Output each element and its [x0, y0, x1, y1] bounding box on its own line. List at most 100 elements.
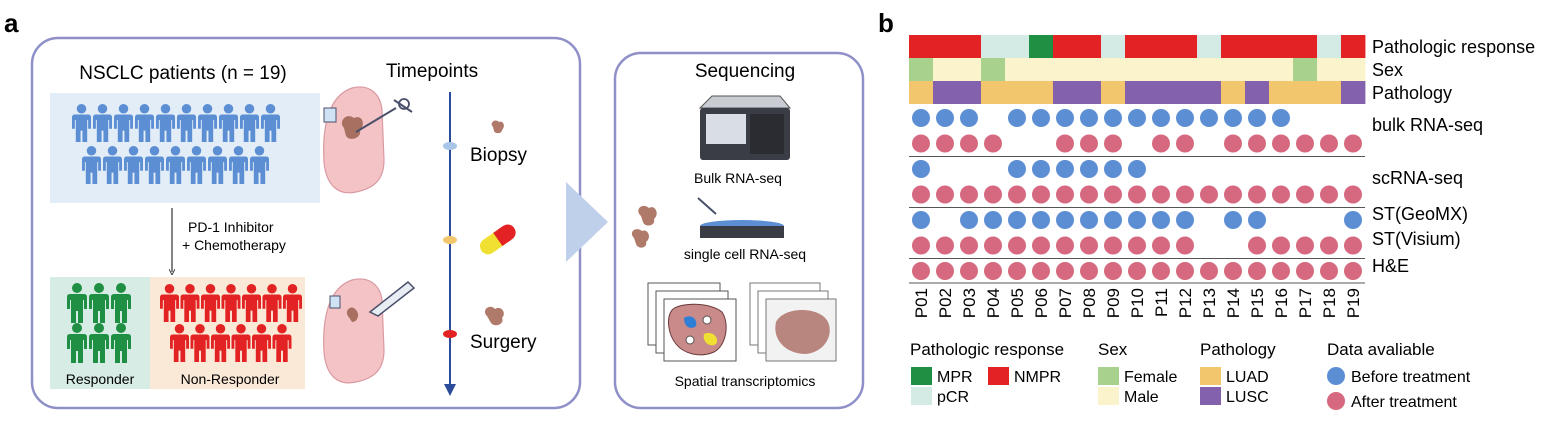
legend-female: Female: [1124, 369, 1177, 386]
heatmap-cell: [1125, 35, 1150, 58]
heatmap-cell: [1341, 81, 1366, 104]
after-dot: [1320, 134, 1338, 153]
patient-label: P18: [1320, 288, 1339, 318]
annotation-row-label: Pathology: [1372, 83, 1452, 103]
heatmap-cell: [1341, 58, 1366, 81]
biopsy-marker: [443, 142, 457, 150]
after-dot: [936, 185, 954, 204]
bulk-label: Bulk RNA-seq: [694, 170, 782, 186]
after-dot: [936, 236, 954, 255]
patient-label: P03: [960, 288, 979, 318]
after-dot: [1344, 236, 1362, 255]
after-dot: [912, 185, 930, 204]
before-dot: [1176, 109, 1194, 127]
legend-data-title: Data avaliable: [1327, 340, 1435, 359]
heatmap-cell: [1317, 58, 1342, 81]
treatment-marker: [443, 236, 457, 244]
patient-label: P04: [984, 288, 1003, 318]
after-dot: [1248, 236, 1266, 255]
before-dot: [1152, 109, 1170, 127]
after-dot: [1224, 134, 1242, 153]
heatmap-cell: [1101, 58, 1126, 81]
data-row-label: ST(Visium): [1372, 229, 1461, 249]
after-dot: [1056, 185, 1074, 204]
heatmap: [909, 35, 1366, 104]
before-dot: [1128, 211, 1146, 229]
legend-female-swatch: [1098, 367, 1119, 385]
patient-label: P07: [1056, 288, 1075, 318]
patient-label: P01: [912, 288, 931, 318]
treatment-line2: + Chemotherapy: [182, 237, 286, 253]
after-dot: [1080, 262, 1098, 280]
after-dot: [1176, 185, 1194, 204]
after-dot: [936, 262, 954, 280]
after-dot: [1200, 185, 1218, 204]
after-dot: [1296, 134, 1314, 153]
heatmap-cell: [933, 81, 958, 104]
before-dot: [912, 109, 930, 127]
legend-mpr-swatch: [911, 367, 932, 385]
legend-lusc-swatch: [1200, 387, 1221, 405]
heatmap-cell: [981, 81, 1006, 104]
data-row-label: bulk RNA-seq: [1372, 115, 1483, 135]
heatmap-cell: [1101, 81, 1126, 104]
before-dot: [1008, 211, 1026, 229]
annotation-row-label: Sex: [1372, 60, 1403, 80]
after-dot: [1152, 236, 1170, 255]
flow-arrow: [566, 182, 608, 262]
before-dot: [960, 211, 978, 229]
heatmap-cell: [1077, 81, 1102, 104]
before-dot: [1032, 109, 1050, 127]
legend-luad-swatch: [1200, 367, 1221, 385]
heatmap-cell: [1029, 81, 1054, 104]
before-dot: [912, 211, 930, 229]
heatmap-cell: [1293, 58, 1318, 81]
heatmap-cell: [1197, 81, 1222, 104]
patient-label: P12: [1176, 288, 1195, 318]
after-dot: [1344, 185, 1362, 204]
patient-label: P11: [1152, 288, 1171, 317]
heatmap-cell: [1173, 58, 1198, 81]
patient-label: P14: [1224, 288, 1243, 318]
heatmap-cell: [1197, 35, 1222, 58]
after-dot: [1224, 185, 1242, 204]
after-dot: [1056, 236, 1074, 255]
heatmap-cell: [933, 35, 958, 58]
heatmap-cell: [1269, 35, 1294, 58]
heatmap-cell: [1341, 35, 1366, 58]
after-dot: [1032, 262, 1050, 280]
surgery-label: Surgery: [470, 332, 537, 353]
heatmap-cell: [957, 81, 982, 104]
legend-male: Male: [1124, 389, 1159, 406]
before-dot: [1104, 211, 1122, 229]
data-row-label: scRNA-seq: [1372, 168, 1463, 188]
after-dot: [1104, 185, 1122, 204]
heatmap-cell: [1029, 58, 1054, 81]
after-dot: [1128, 236, 1146, 255]
before-dot: [1224, 211, 1242, 229]
timepoints-title: Timepoints: [386, 61, 478, 82]
drug-capsule-icon: [479, 224, 516, 255]
tissue-icon: [638, 205, 657, 226]
heatmap-cell: [1173, 81, 1198, 104]
before-dot: [912, 160, 930, 178]
patient-label: P06: [1032, 288, 1051, 318]
before-dot: [1248, 109, 1266, 127]
after-dot: [936, 134, 954, 153]
before-dot: [1032, 160, 1050, 178]
legend-mpr: MPR: [937, 369, 973, 386]
heatmap-cell: [1149, 35, 1174, 58]
after-dot: [1128, 185, 1146, 204]
single-cell-chip-icon: [697, 197, 784, 238]
patient-label: P19: [1344, 288, 1363, 318]
heatmap-cell: [957, 35, 982, 58]
annotation-row-label: Pathologic response: [1372, 37, 1535, 57]
heatmap-cell: [957, 58, 982, 81]
after-dot: [1176, 262, 1194, 280]
lung-biopsy-illustration: [323, 86, 413, 194]
after-dot: [984, 236, 1002, 255]
heatmap-cell: [1005, 58, 1030, 81]
after-dot: [1056, 262, 1074, 280]
after-dot: [1344, 262, 1362, 280]
